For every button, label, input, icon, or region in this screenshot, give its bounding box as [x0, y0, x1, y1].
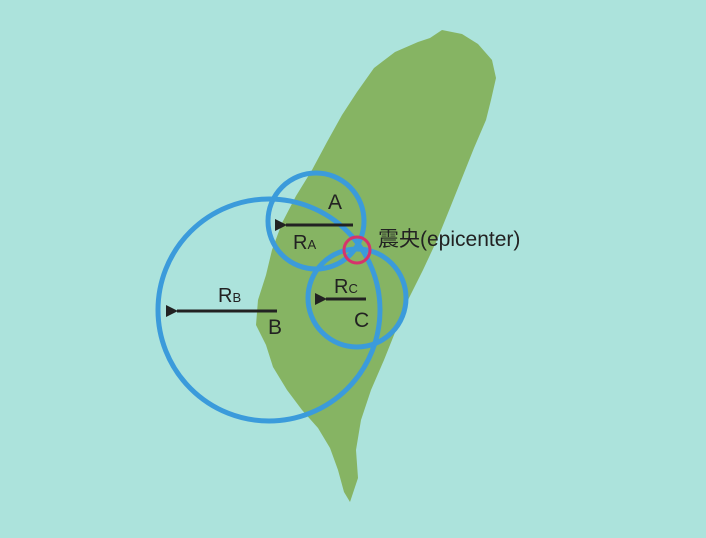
station-a-label: A: [328, 191, 342, 214]
radius-a-label: RA: [293, 232, 316, 254]
radius-c-subscript: C: [348, 281, 357, 296]
station-b-circle: [155, 196, 383, 424]
station-b-label: B: [268, 316, 282, 339]
epicenter-marker: [342, 235, 372, 265]
radius-c-label: RC: [334, 276, 358, 298]
radius-b-subscript: B: [232, 290, 241, 305]
island-landmass: [256, 30, 496, 502]
radius-a-letter: R: [293, 232, 307, 254]
radius-b-letter: R: [218, 285, 232, 307]
radius-b-label: RB: [218, 285, 241, 307]
station-c-label: C: [354, 309, 369, 332]
radius-a-subscript: A: [307, 237, 316, 252]
radius-c-letter: R: [334, 276, 348, 298]
epicenter-label: 震央(epicenter): [378, 228, 520, 251]
station-c-circle: [305, 246, 409, 350]
